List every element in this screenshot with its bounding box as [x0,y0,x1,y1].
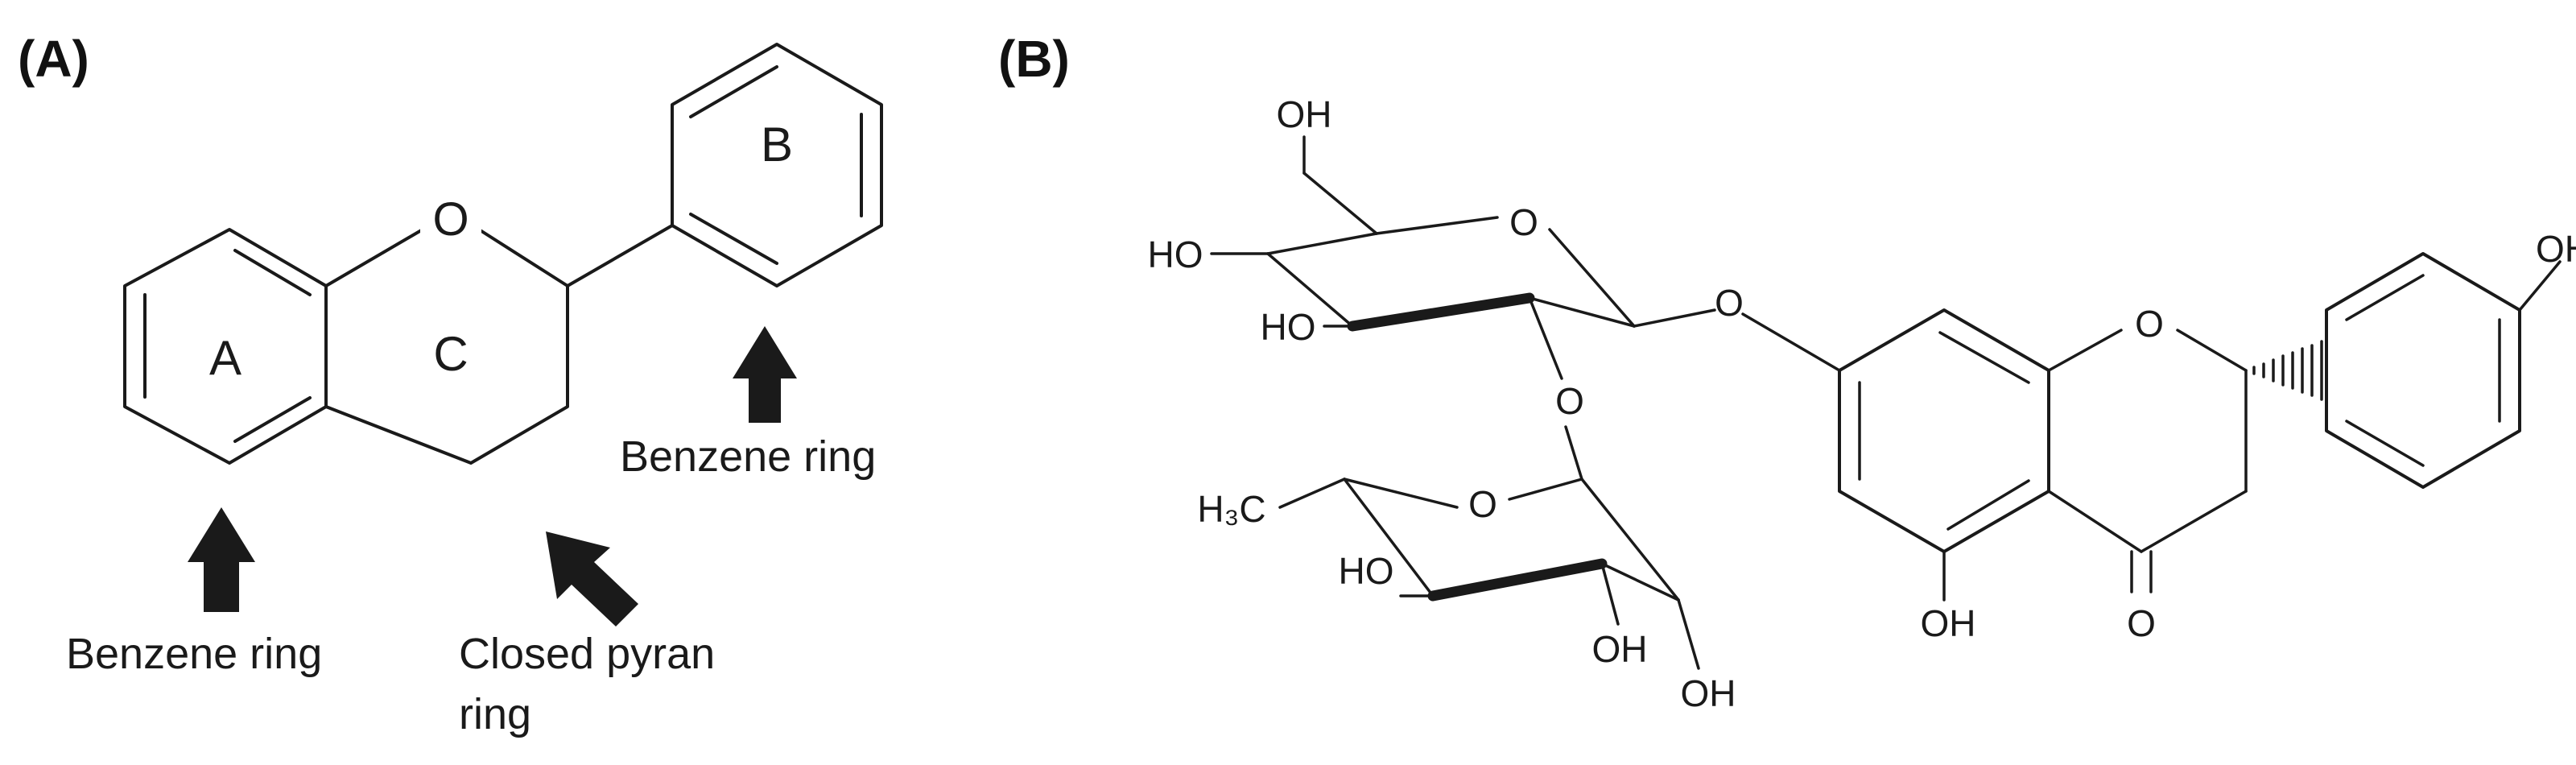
caption-pyran-line-1: Closed pyran [459,630,715,678]
atom-h3c: H₃C [1197,488,1265,530]
atom-o-chromanone: O [2135,303,2164,345]
atom-oh-rha-c3: OH [1592,628,1648,670]
ring-c-letter: C [433,327,468,381]
caption-benzene-ring-a: Benzene ring [66,630,322,678]
atom-o-rha-ring: O [1468,483,1497,525]
atom-o-glc-ring: O [1509,201,1538,243]
aglycone-ring-b-bonds [2325,252,2562,489]
atom-o-carbonyl: O [2127,602,2156,644]
atom-o-glycosidic: O [1715,282,1744,324]
panel-b: (B) [998,30,2576,714]
glucose-ring-bonds [1210,135,1716,380]
ring-b-bonds [671,43,883,287]
atom-oh-rha-c2: OH [1681,672,1736,714]
atom-oh-phenol: OH [2536,228,2576,270]
rhamnose-ring-bonds [1278,425,1700,670]
atom-ho-rha-c4: HO [1339,550,1394,592]
arrow-up-icon [733,326,797,423]
aglycone-ring-a-bonds [1741,308,2050,602]
caption-pyran-line-2: ring [459,690,531,738]
panel-a-label: (A) [18,30,89,88]
caption-benzene-ring-b: Benzene ring [620,432,876,481]
atom-ho-glc-c4: HO [1148,234,1203,275]
ring-b-letter: B [761,118,793,172]
c2-phenyl-bond [566,224,674,287]
ring-a-letter: A [209,331,242,385]
atom-o-interglycosidic: O [1555,380,1584,422]
panel-a: (A) O A C B Benzene ring [18,30,883,738]
panel-b-label: (B) [998,30,1070,88]
ring-c-oxygen: O [432,193,469,246]
atom-oh-ch2: OH [1277,93,1332,135]
arrow-up-left-icon [546,531,638,626]
arrow-up-icon [188,507,255,612]
hashed-wedge-bond [2252,340,2323,401]
aglycone-ring-c-bonds [2047,329,2248,593]
atom-ho-glc-c3: HO [1261,306,1316,348]
atom-oh-c5: OH [1921,602,1976,644]
